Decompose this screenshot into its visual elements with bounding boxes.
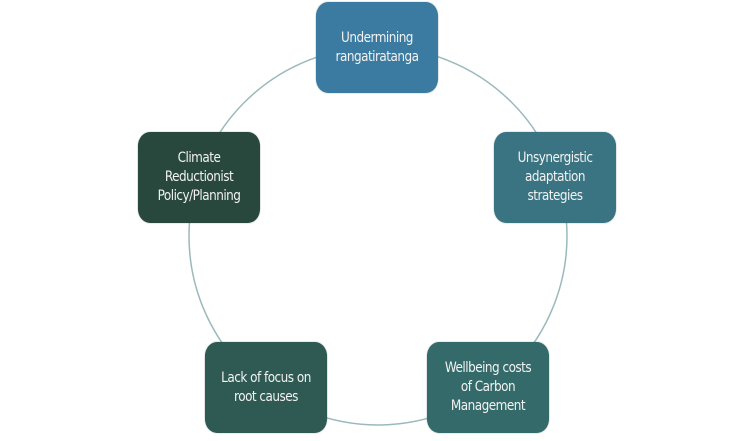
node-unsynergistic-adaptation-strategies: Unsynergistic adaptation strategies — [493, 132, 617, 223]
node-wellbeing-costs-of-carbon-management: Wellbeing costs of Carbon Management — [426, 342, 550, 433]
node-label-line: Climate — [177, 150, 221, 166]
node-label-line: Policy/Planning — [157, 188, 241, 204]
node-label-line: strategies — [527, 188, 583, 204]
node-label-line: adaptation — [524, 169, 586, 185]
node-label-line: Undermining — [341, 29, 413, 46]
node-label-line: Lack of focus on — [221, 369, 311, 386]
node-label-line: Reductionist — [164, 169, 234, 185]
node-climate-reductionist-policy-planning: Climate Reductionist Policy/Planning — [137, 132, 261, 223]
node-label-line: of Carbon — [460, 379, 516, 395]
node-label-line: Unsynergistic — [517, 150, 593, 166]
node-label-line: rangatiratanga — [335, 48, 419, 65]
node-undermining-rangatiratanga: Undermining rangatiratanga — [315, 2, 439, 93]
node-label-line: Management — [450, 398, 526, 414]
node-label-line: root causes — [234, 388, 298, 405]
node-label-line: Wellbeing costs — [444, 360, 532, 376]
node-lack-of-focus-on-root-causes: Lack of focus on root causes — [204, 342, 328, 433]
